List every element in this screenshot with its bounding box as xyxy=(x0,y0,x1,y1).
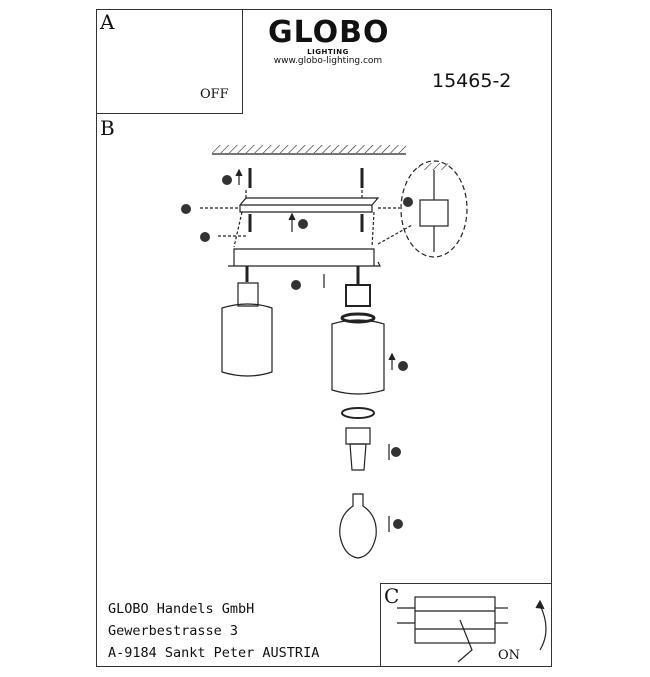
model-number: 15465-2 xyxy=(432,70,512,92)
terminal-block xyxy=(419,199,449,227)
step-b-letter: B xyxy=(100,116,115,140)
step-c-box: C xyxy=(380,583,552,667)
off-label: OFF xyxy=(200,87,229,102)
address-line-city: A-9184 Sankt Peter AUSTRIA xyxy=(108,645,320,661)
step-a-letter: A xyxy=(100,10,115,34)
fixing-ring xyxy=(341,407,375,419)
step-a-box: A xyxy=(96,9,243,114)
step-markers xyxy=(181,175,413,529)
on-label: ON xyxy=(498,648,521,663)
light-bulb xyxy=(339,493,377,559)
ceiling-hatch xyxy=(212,145,406,153)
right-glass-shade xyxy=(331,319,385,395)
wiring-detail-circle xyxy=(400,160,468,258)
address-line-company: GLOBO Handels GmbH xyxy=(108,601,255,617)
left-spot-holder xyxy=(237,282,259,307)
address-line-street: Gewerbestrasse 3 xyxy=(108,623,239,639)
instruction-sheet-frame xyxy=(96,9,552,667)
lamp-socket xyxy=(345,427,371,445)
left-glass-shade xyxy=(221,303,273,377)
mounting-bracket xyxy=(239,197,380,213)
globo-logo: GLOBO LIGHTING www.globo-lighting.com xyxy=(268,15,390,67)
breaker-switch-on-illustration xyxy=(397,596,547,663)
bulb-thread xyxy=(349,443,367,471)
right-spot-holder xyxy=(345,284,371,307)
step-c-letter: C xyxy=(384,584,400,608)
canopy xyxy=(228,248,381,267)
brand-name: GLOBO xyxy=(268,15,390,50)
brand-url: www.globo-lighting.com xyxy=(273,56,383,66)
brand-subtitle: LIGHTING xyxy=(307,48,349,56)
